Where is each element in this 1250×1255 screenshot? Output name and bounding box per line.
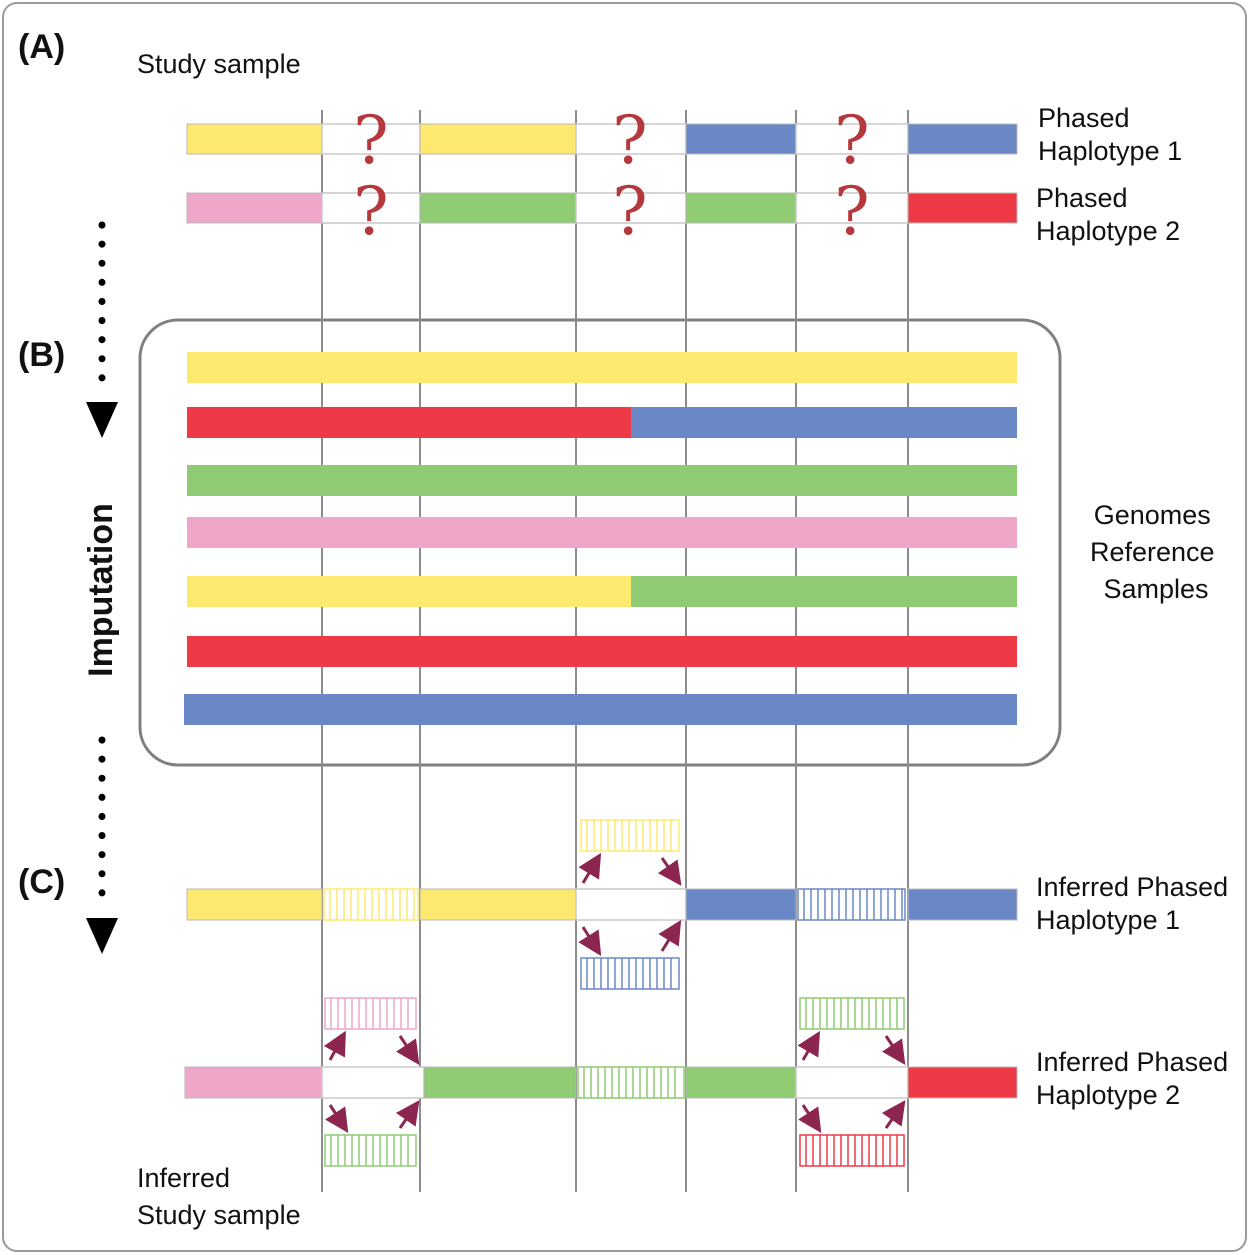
question-mark: ?	[353, 173, 388, 250]
imputation-arrow	[395, 1100, 420, 1129]
empty-gap-segment	[575, 192, 687, 224]
unknown-markers: ? ? ? ? ? ?	[353, 102, 869, 250]
empty-gap-segment	[575, 888, 687, 921]
imputed-segment-frame	[580, 957, 680, 990]
hap1-segment	[685, 123, 797, 155]
imputed-segment-frame	[799, 997, 905, 1030]
question-mark: ?	[612, 102, 647, 179]
inferred-hap2-segment	[423, 1066, 577, 1099]
question-mark: ?	[353, 102, 388, 179]
reference-haplotype-bar	[187, 352, 1017, 383]
imputation-arrow	[797, 1030, 821, 1061]
inferred-hap1-segment	[907, 888, 1018, 921]
inferred-hap1-segment	[419, 888, 577, 921]
imputation-arrow	[323, 1030, 346, 1061]
reference-haplotype-bar	[187, 407, 631, 438]
imputation-label: Imputation	[82, 503, 120, 677]
imputation-arrow	[325, 1104, 349, 1134]
question-mark: ?	[612, 173, 647, 250]
panel-label-b: (B)	[18, 336, 65, 374]
hap2-segment	[186, 192, 323, 224]
inferred-hap2-label: Inferred Phased Haplotype 2	[1036, 1047, 1236, 1110]
imputed-segment	[580, 819, 680, 852]
reference-haplotype-bar	[187, 517, 1017, 548]
hap1-segment	[186, 123, 323, 155]
question-mark: ?	[834, 173, 869, 250]
imputation-arrow	[578, 852, 602, 884]
reference-haplotype-bar	[184, 694, 1017, 725]
imputation-arrow	[798, 1104, 822, 1134]
question-mark: ?	[834, 102, 869, 179]
empty-gap-segment	[321, 192, 421, 224]
imputed-segment-frame	[577, 1066, 685, 1099]
imputed-segment	[324, 1134, 417, 1167]
imputed-segment	[324, 997, 417, 1030]
imputed-segment-frame	[797, 888, 906, 921]
imputation-flow-arrow	[86, 221, 118, 954]
reference-haplotype-bar	[631, 407, 1017, 438]
imputation-arrow	[881, 1100, 906, 1129]
reference-haplotype-bar	[187, 636, 1017, 667]
inferred-hap2-segment	[184, 1066, 323, 1099]
phased-hap2-label: Phased Haplotype 2	[1036, 183, 1180, 246]
inferred-hap2-segment	[685, 1066, 797, 1099]
imputed-segment-frame	[580, 819, 680, 852]
reference-haplotype-bar	[187, 465, 1017, 496]
reference-haplotype-bar	[187, 576, 631, 607]
panel-b-reference-bars	[184, 352, 1017, 725]
inferred-hap2-segment	[907, 1066, 1018, 1099]
imputation-arrows	[323, 852, 906, 1134]
imputed-segment	[797, 888, 906, 921]
empty-gap-segment	[795, 192, 909, 224]
imputation-arrow	[657, 857, 682, 886]
empty-gap-segment	[321, 1066, 425, 1099]
empty-gap-segment	[795, 1066, 909, 1099]
hap2-segment	[685, 192, 797, 224]
inferred-study-sample-label: Inferred Study sample	[137, 1163, 301, 1230]
imputed-segment	[577, 1066, 685, 1099]
empty-gap-segment	[795, 123, 909, 155]
panel-label-c: (C)	[18, 863, 65, 901]
imputed-segment	[580, 957, 680, 990]
imputed-segment	[323, 888, 419, 921]
panel-c-inferred-haplotypes	[184, 819, 1018, 1167]
study-sample-label: Study sample	[137, 49, 301, 79]
panel-a-haplotypes	[186, 123, 1018, 224]
hap1-segment	[907, 123, 1018, 155]
empty-gap-segment	[321, 123, 421, 155]
reference-box	[138, 318, 1062, 767]
imputed-segment-frame	[799, 1134, 905, 1167]
inferred-hap1-segment	[186, 888, 323, 921]
hap2-segment	[419, 192, 577, 224]
inferred-hap1-label: Inferred Phased Haplotype 1	[1036, 872, 1236, 935]
reference-haplotype-bar	[631, 576, 1017, 607]
imputed-segment-frame	[323, 888, 419, 921]
inferred-hap1-segment	[685, 888, 797, 921]
imputation-arrow	[578, 926, 602, 957]
imputed-segment	[799, 1134, 905, 1167]
hap2-segment	[907, 192, 1018, 224]
panel-label-a: (A)	[18, 28, 65, 66]
hap1-segment	[419, 123, 577, 155]
imputation-arrow	[882, 1035, 906, 1065]
phased-hap1-label: Phased Haplotype 1	[1038, 103, 1182, 166]
imputation-arrow	[396, 1035, 420, 1065]
imputation-arrow	[658, 919, 682, 952]
imputed-segment	[799, 997, 905, 1030]
reference-samples-label: Genomes Reference Samples	[1090, 500, 1222, 604]
